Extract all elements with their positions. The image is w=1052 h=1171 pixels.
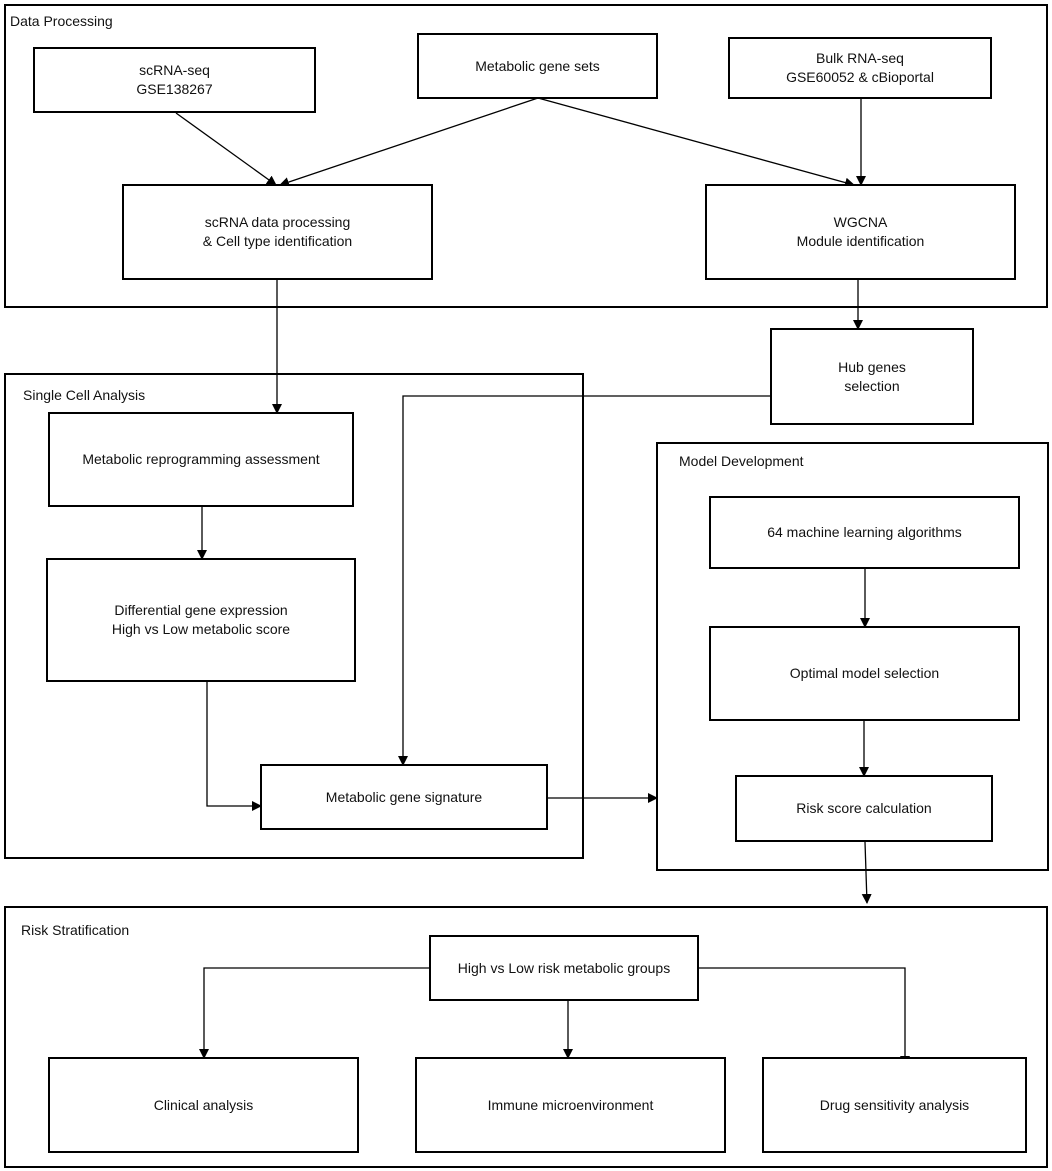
node-immune-microenvironment-line1: Immune microenvironment (487, 1096, 654, 1113)
section-data-processing: Data Processing (4, 4, 1048, 308)
node-clinical-analysis: Clinical analysis (48, 1057, 359, 1153)
node-scrna-processing-line1: scRNA data processing (204, 214, 351, 230)
section-title-data-processing: Data Processing (10, 13, 113, 29)
node-metabolic-gene-signature-line1: Metabolic gene signature (325, 788, 483, 805)
section-model-development: Model Development (656, 442, 1049, 871)
node-ml-algorithms-line1: 64 machine learning algorithms (767, 524, 962, 540)
arrow-scrnaseq-to-processing (175, 112, 277, 186)
node-optimal-model-line1: Optimal model selection (789, 665, 940, 681)
node-hub-genes-line2: selection (844, 377, 900, 394)
node-wgcna: WGCNA Module identification (705, 184, 1016, 280)
arrow-groups-to-clinical (199, 967, 431, 1059)
node-scrna-seq-line2: GSE138267 (136, 81, 213, 97)
node-differential-expression-line1: Differential gene expression (114, 602, 288, 618)
node-wgcna-line1: WGCNA (833, 214, 888, 230)
node-drug-sensitivity-line1: Drug sensitivity analysis (819, 1096, 970, 1113)
node-risk-groups-line1: High vs Low risk metabolic groups (457, 959, 671, 976)
node-metabolic-reprogramming: Metabolic reprogramming assessment (48, 412, 354, 507)
node-risk-groups: High vs Low risk metabolic groups (429, 935, 699, 1001)
node-differential-expression: Differential gene expression High vs Low… (46, 558, 356, 682)
node-hub-genes-line1: Hub genes (838, 358, 906, 375)
node-bulk-rna-seq: Bulk RNA-seq GSE60052 & cBioportal (728, 37, 992, 99)
arrow-hubgenes-to-signature (398, 395, 772, 766)
section-title-model-development: Model Development (679, 453, 804, 469)
node-optimal-model: Optimal model selection (709, 626, 1020, 721)
node-ml-algorithms: 64 machine learning algorithms (709, 496, 1020, 569)
section-title-risk-stratification: Risk Stratification (21, 922, 130, 938)
node-metabolic-gene-signature: Metabolic gene signature (260, 764, 548, 830)
node-scrna-seq-line1: scRNA-seq (139, 62, 210, 78)
arrow-genesets-to-processing (279, 97, 539, 187)
node-wgcna-line2: Module identification (796, 233, 925, 249)
arrow-differential-to-signature (206, 682, 262, 811)
node-hub-genes: Hub genes selection (770, 328, 974, 425)
node-risk-score-line1: Risk score calculation (796, 800, 932, 816)
node-scrna-seq: scRNA-seq GSE138267 (33, 47, 316, 113)
section-single-cell-analysis: Single Cell Analysis (4, 373, 584, 859)
arrow-genesets-to-wgcna (537, 97, 855, 188)
node-metabolic-gene-sets-line1: Metabolic gene sets (475, 57, 600, 74)
node-bulk-rna-seq-line2: GSE60052 & cBioportal (786, 69, 934, 85)
section-risk-stratification: Risk Stratification (4, 906, 1048, 1168)
arrow-riskscore-to-stratification (861, 841, 872, 904)
node-immune-microenvironment: Immune microenvironment (415, 1057, 726, 1153)
node-scrna-processing-line2: & Cell type identification (202, 233, 353, 249)
node-metabolic-gene-sets: Metabolic gene sets (417, 33, 658, 99)
node-differential-expression-line2: High vs Low metabolic score (111, 621, 291, 637)
node-scrna-processing: scRNA data processing & Cell type identi… (122, 184, 433, 280)
node-metabolic-reprogramming-line1: Metabolic reprogramming assessment (82, 451, 320, 467)
section-title-single-cell-analysis: Single Cell Analysis (23, 387, 146, 403)
node-clinical-analysis-line1: Clinical analysis (153, 1096, 254, 1113)
node-risk-score: Risk score calculation (735, 775, 993, 842)
node-bulk-rna-seq-line1: Bulk RNA-seq (816, 50, 904, 66)
arrow-groups-to-drug (698, 967, 910, 1066)
node-drug-sensitivity: Drug sensitivity analysis (762, 1057, 1027, 1153)
